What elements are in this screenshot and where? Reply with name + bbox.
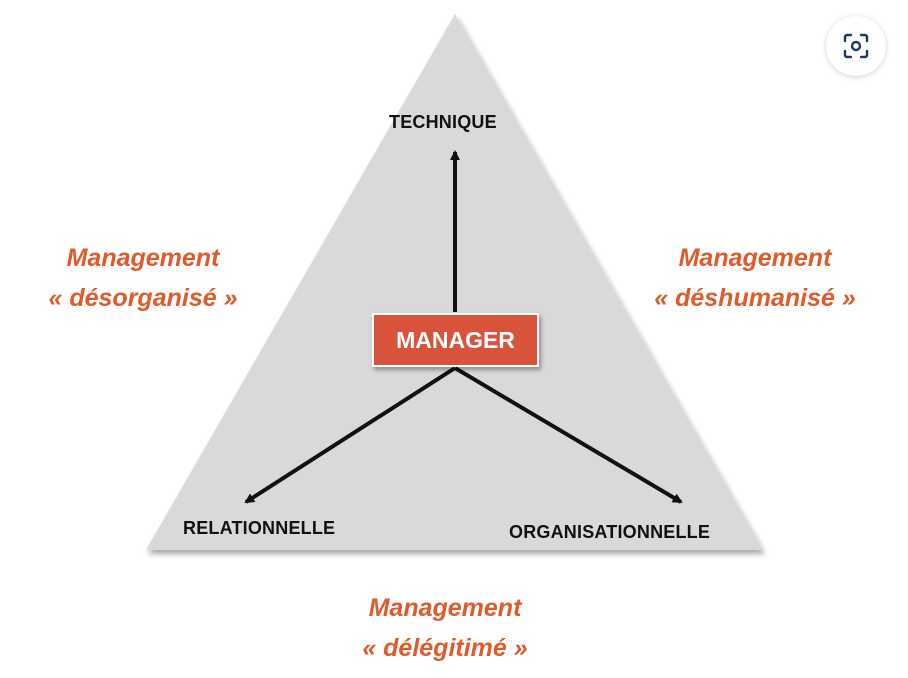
visual-search-icon bbox=[843, 33, 869, 59]
side-label-bottom-line2: « délégitimé » bbox=[362, 634, 528, 662]
side-label-bottom-line1: Management bbox=[368, 594, 522, 622]
side-label-right: Management « déshumanisé » bbox=[624, 238, 886, 318]
side-label-left-line2: « désorganisé » bbox=[48, 284, 238, 312]
side-label-right-line2: « déshumanisé » bbox=[654, 284, 856, 312]
vertex-label-relationnelle: RELATIONNELLE bbox=[183, 518, 336, 538]
arrow-to-organisationnelle bbox=[453, 366, 683, 504]
side-label-left-line1: Management bbox=[66, 244, 220, 272]
visual-search-button[interactable] bbox=[826, 16, 886, 76]
arrow-to-relationnelle bbox=[244, 366, 457, 504]
side-label-left: Management « désorganisé » bbox=[18, 238, 268, 318]
side-label-right-line1: Management bbox=[678, 244, 832, 272]
side-label-bottom: Management « délégitimé » bbox=[320, 588, 570, 668]
vertex-label-organisationnelle: ORGANISATIONNELLE bbox=[509, 522, 711, 542]
vertex-label-technique: TECHNIQUE bbox=[389, 112, 497, 132]
manager-box: MANAGER bbox=[372, 313, 539, 367]
